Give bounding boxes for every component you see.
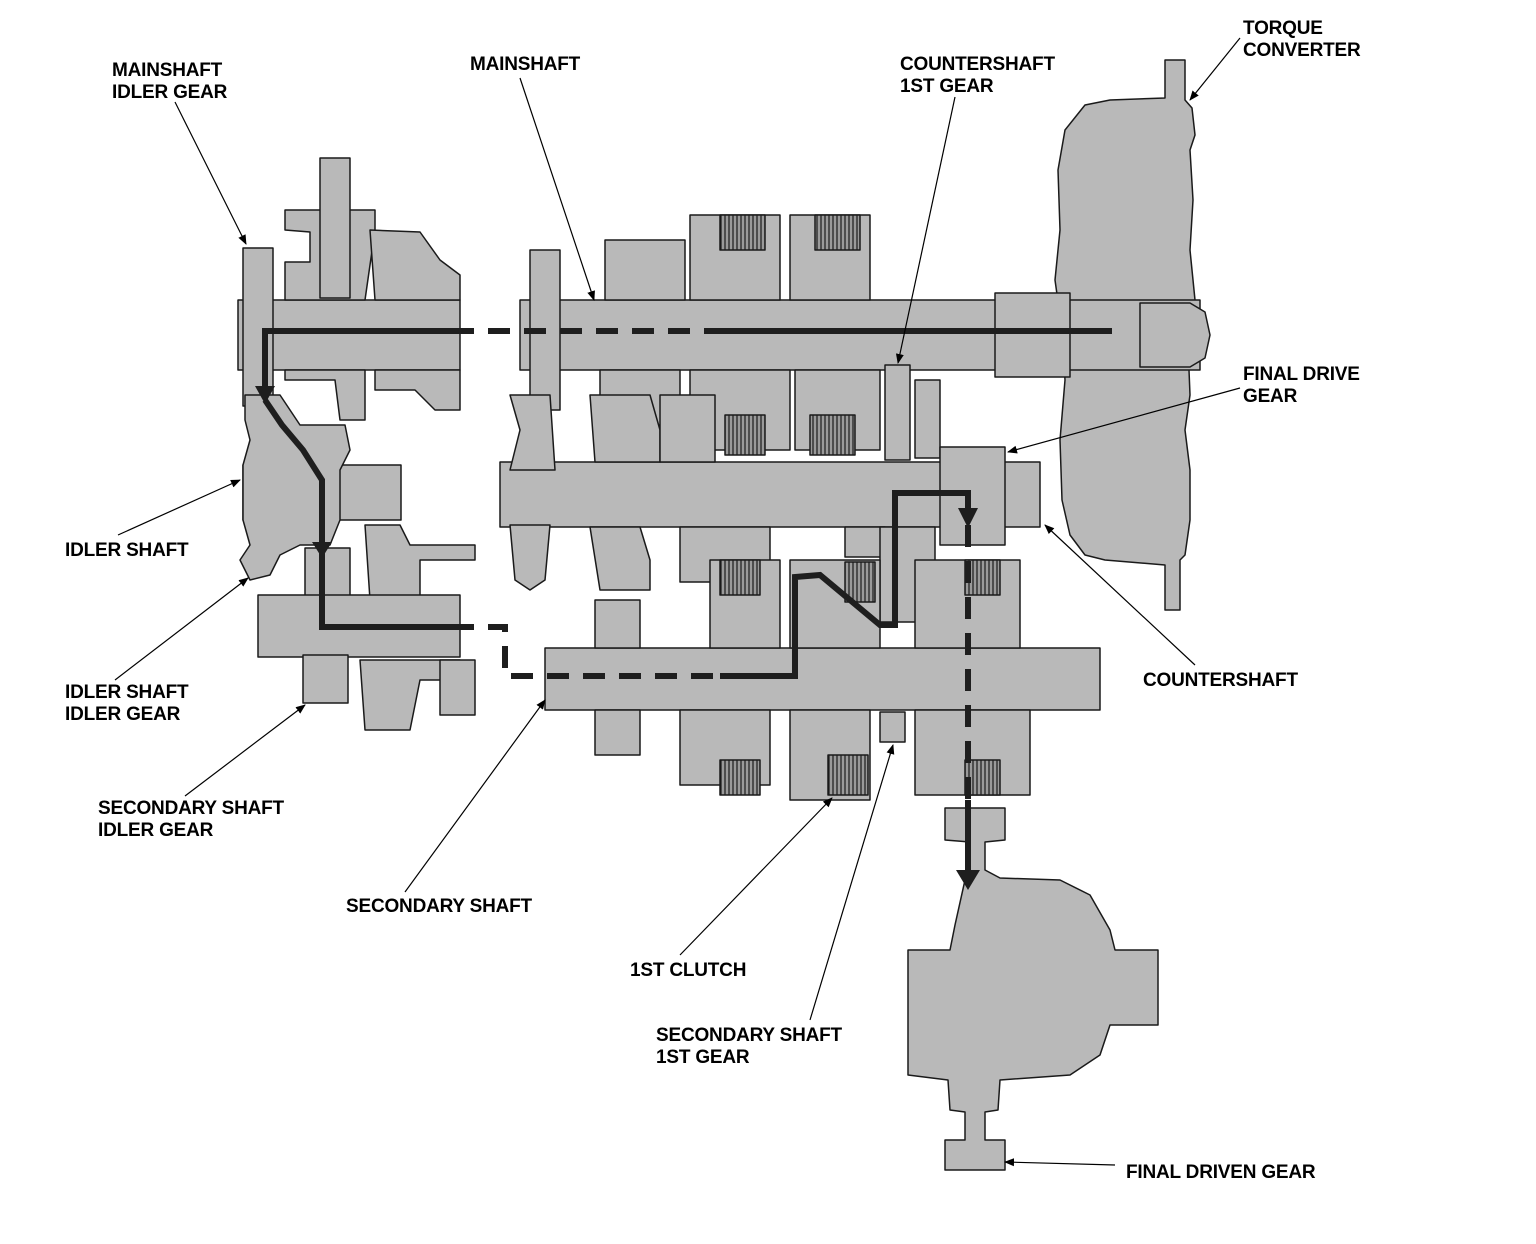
leader-secondary-shaft-1st-gear <box>809 744 895 1021</box>
label-line: MAINSHAFT <box>470 54 581 75</box>
label-line: 1ST GEAR <box>656 1047 750 1068</box>
secondary-clutch-pack-c <box>719 759 761 796</box>
secondary-shaft-gear-b <box>594 709 641 756</box>
label-idler-shaft-idler-gear: IDLER SHAFT IDLER GEAR <box>65 682 189 726</box>
flow-arrow-1 <box>255 386 275 404</box>
label-line: IDLER SHAFT <box>65 540 189 561</box>
flow-mainshaft-left-down <box>262 328 452 388</box>
mainshaft-left <box>237 299 461 371</box>
secondary-shaft-1st-gear-part <box>879 711 906 743</box>
label-line: IDLER SHAFT <box>65 682 189 703</box>
countershaft-gear-c <box>659 394 716 463</box>
label-line: SECONDARY SHAFT <box>98 798 284 819</box>
leader-countershaft-1st-gear <box>895 96 956 364</box>
label-final-drive-gear: FINAL DRIVE GEAR <box>1243 364 1360 408</box>
mainshaft-clutch-pack-b <box>814 214 861 251</box>
leader-secondary-shaft-idler-gear <box>184 704 306 797</box>
flow-idler-down <box>262 398 452 630</box>
label-final-driven-gear: FINAL DRIVEN GEAR <box>1126 1162 1316 1184</box>
label-secondary-shaft-1st-gear: SECONDARY SHAFT 1ST GEAR <box>656 1025 842 1069</box>
mainshaft-right-ring <box>914 379 941 459</box>
label-mainshaft-idler-gear: MAINSHAFT IDLER GEAR <box>112 60 227 104</box>
countershaft-gear-e <box>844 526 886 558</box>
first-clutch-part <box>827 754 869 796</box>
label-line: IDLER GEAR <box>112 82 228 103</box>
mainshaft-right-gear-b <box>604 239 686 301</box>
mainshaft-lower-gear <box>284 369 366 421</box>
leader-countershaft <box>1044 524 1196 666</box>
label-line: 1ST GEAR <box>900 76 994 97</box>
label-line: IDLER GEAR <box>65 704 181 725</box>
secondary-shaft-idler-gear-part <box>302 654 349 704</box>
mainshaft-clutch-pack-a <box>719 214 766 251</box>
label-line: COUNTERSHAFT <box>900 54 1055 75</box>
secondary-clutch-pack-b <box>844 561 876 603</box>
secondary-clutch-pack-a <box>719 559 761 596</box>
flow-arrow-4 <box>312 542 332 558</box>
flow-secondary-dashed <box>452 624 720 679</box>
mainshaft-left-housing <box>369 229 461 301</box>
countershaft-left-lower-housing <box>509 524 551 591</box>
mainshaft-idler-gear-part <box>242 247 274 407</box>
label-countershaft: COUNTERSHAFT <box>1143 670 1298 692</box>
label-line: SECONDARY SHAFT <box>656 1025 842 1046</box>
label-mainshaft: MAINSHAFT <box>470 54 580 76</box>
leader-final-drive-gear <box>1007 387 1241 454</box>
mainshaft-clutch-pack-d <box>809 414 856 456</box>
label-line: GEAR <box>1243 386 1298 407</box>
flow-arrow-2 <box>958 508 978 528</box>
flow-secondary-right <box>720 490 971 679</box>
label-line: FINAL DRIVEN GEAR <box>1126 1162 1316 1183</box>
countershaft-gear-b <box>589 526 651 591</box>
secondary-left-upper-housing <box>364 524 476 601</box>
label-line: MAINSHAFT <box>112 60 223 81</box>
mainshaft-idler-stem <box>319 157 351 299</box>
label-countershaft-1st-gear: COUNTERSHAFT 1ST GEAR <box>900 54 1055 98</box>
countershaft-left-housing <box>509 394 556 471</box>
leader-torque-converter <box>1189 37 1241 101</box>
label-secondary-shaft: SECONDARY SHAFT <box>346 896 532 918</box>
secondary-left-flange <box>439 659 476 716</box>
flow-arrow-3 <box>956 870 980 890</box>
countershaft-1st-gear-part <box>884 364 911 461</box>
label-secondary-shaft-idler-gear: SECONDARY SHAFT IDLER GEAR <box>98 798 284 842</box>
final-driven-gear-part <box>907 807 1159 1171</box>
mainshaft-end <box>1139 302 1211 368</box>
leader-idler-shaft-idler-gear <box>114 577 249 681</box>
label-line: CONVERTER <box>1243 40 1361 61</box>
label-line: 1ST CLUTCH <box>630 960 747 981</box>
label-torque-converter: TORQUE CONVERTER <box>1243 18 1361 62</box>
mainshaft-left-lower-housing <box>374 369 461 411</box>
label-first-clutch: 1ST CLUTCH <box>630 960 746 982</box>
label-idler-shaft: IDLER SHAFT <box>65 540 189 562</box>
label-line: TORQUE <box>1243 18 1323 39</box>
leader-mainshaft <box>519 77 595 301</box>
leader-idler-shaft <box>117 479 241 536</box>
label-line: IDLER GEAR <box>98 820 214 841</box>
label-line: SECONDARY SHAFT <box>346 896 532 917</box>
leader-final-driven-gear <box>1004 1158 1116 1167</box>
label-line: FINAL DRIVE <box>1243 364 1360 385</box>
mainshaft-right <box>519 299 1201 371</box>
leader-mainshaft-idler-gear <box>174 101 247 245</box>
label-line: COUNTERSHAFT <box>1143 670 1298 691</box>
secondary-shaft-gear-a <box>594 599 641 649</box>
mainshaft-hub <box>994 292 1071 378</box>
countershaft-gear-a <box>589 394 661 463</box>
mainshaft-clutch-pack-c <box>724 414 766 456</box>
leader-first-clutch <box>679 797 833 956</box>
leader-secondary-shaft <box>404 699 546 893</box>
